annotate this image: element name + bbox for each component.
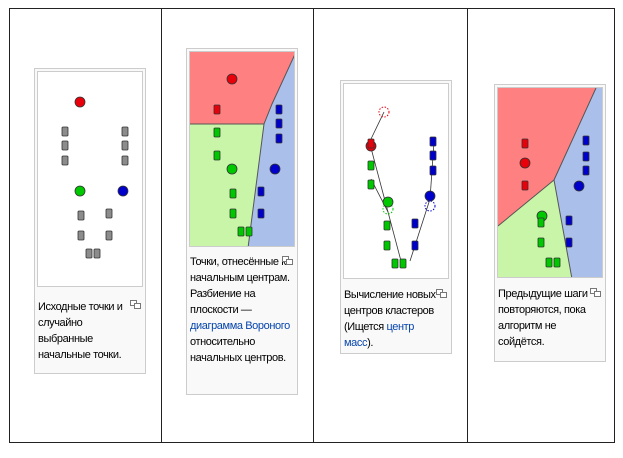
caption-1: Исходные точки и случайно выбранные нача… <box>38 299 138 363</box>
image-voronoi-assignment[interactable] <box>189 51 295 247</box>
region-blue <box>248 56 294 246</box>
caption-3: Вычисление новых центров кластеров (Ищет… <box>344 287 436 351</box>
region-green <box>498 180 572 277</box>
center-of-mass-link[interactable]: центр масс <box>344 321 415 349</box>
caption-4: Предыдущие шаги повторяются, пока алгори… <box>498 286 592 350</box>
caption-text: Вычисление новых центров кластеров (Ищет… <box>344 289 436 333</box>
region-red <box>498 88 596 226</box>
caption-text: ). <box>367 337 374 349</box>
random-centers <box>74 96 129 197</box>
magnify-clip-icon[interactable] <box>130 300 141 309</box>
image-initial-points[interactable] <box>37 71 143 287</box>
caption-text: Предыдущие шаги повторяются, пока алгори… <box>498 288 588 348</box>
center-red <box>74 96 86 108</box>
caption-2: Точки, отнесённые к начальным центрам. Р… <box>190 254 294 366</box>
magnify-clip-icon[interactable] <box>590 288 601 297</box>
column-divider <box>313 8 314 443</box>
column-divider <box>467 8 468 443</box>
region-green <box>190 124 264 246</box>
table-frame <box>9 8 615 443</box>
center-blue <box>117 185 129 197</box>
gray-points <box>61 126 129 259</box>
column-divider <box>161 8 162 443</box>
caption-text: относительно начальных центров. <box>190 336 286 364</box>
caption-text: Точки, отнесённые к начальным центрам. Р… <box>190 256 290 316</box>
center-green <box>74 185 86 197</box>
image-new-centers[interactable] <box>343 83 449 279</box>
image-converged[interactable] <box>497 87 603 278</box>
voronoi-diagram-link[interactable]: диаграмма Вороного <box>190 320 290 332</box>
magnify-clip-icon[interactable] <box>282 256 293 265</box>
caption-text: Исходные точки и случайно выбранные нача… <box>38 301 123 361</box>
magnify-clip-icon[interactable] <box>436 289 447 298</box>
